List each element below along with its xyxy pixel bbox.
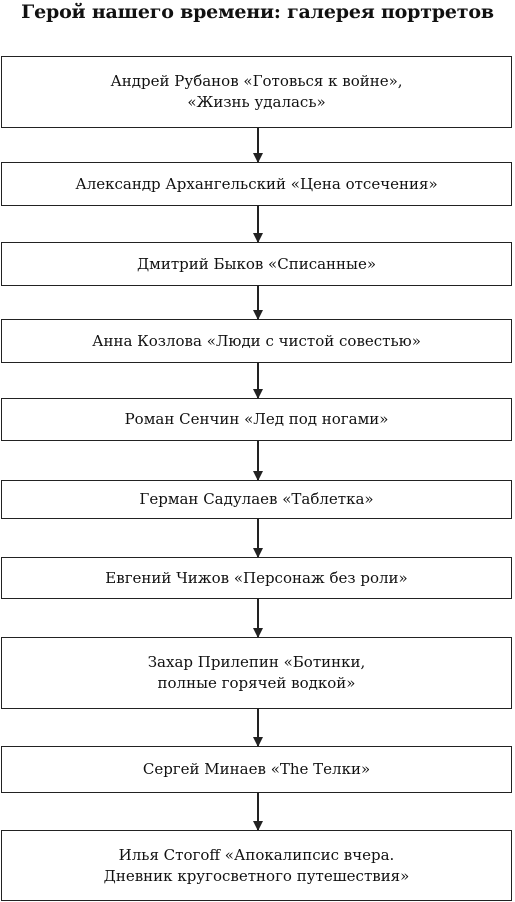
portrait-line: Роман Сенчин «Лед под ногами» — [124, 410, 389, 428]
portrait-line: Илья Стогоff «Апокалипсис вчера. — [118, 845, 395, 864]
portrait-line: Сергей Минаев «The Телки» — [142, 760, 371, 778]
portrait-box-4: Анна Козлова «Люди с чистой совестью» — [1, 319, 512, 363]
portrait-box-2: Александр Архангельский «Цена отсечения» — [1, 162, 512, 206]
portrait-line: Герман Садулаев «Таблетка» — [139, 490, 374, 508]
portrait-box-7: Евгений Чижов «Персонаж без роли» — [1, 557, 512, 599]
flow-arrow-8 — [252, 709, 263, 747]
flow-arrow-5 — [252, 441, 263, 481]
flow-arrow-4 — [252, 363, 263, 399]
portrait-box-3: Дмитрий Быков «Списанные» — [1, 242, 512, 286]
flow-arrow-6 — [252, 519, 263, 558]
portrait-line: Дмитрий Быков «Списанные» — [136, 254, 377, 273]
portrait-box-8: Захар Прилепин «Ботинки, полные горячей … — [1, 637, 512, 709]
flow-arrow-1 — [252, 128, 263, 163]
flow-arrow-3 — [252, 286, 263, 320]
portrait-line: «Жизнь удалась» — [187, 93, 326, 111]
flow-arrow-7 — [252, 599, 263, 638]
portrait-box-1: Андрей Рубанов «Готовься к войне», «Жизн… — [1, 56, 512, 128]
portrait-line: Александр Архангельский «Цена отсечения» — [75, 174, 438, 193]
portrait-line: Дневник кругосветного путешествия» — [103, 866, 410, 885]
flow-arrow-9 — [252, 793, 263, 831]
portrait-line: Захар Прилепин «Ботинки, — [147, 653, 366, 671]
portrait-box-5: Роман Сенчин «Лед под ногами» — [1, 398, 512, 441]
diagram-title: Герой нашего времени: галерея портретов — [21, 1, 494, 23]
portrait-line: Анна Козлова «Люди с чистой совестью» — [92, 331, 421, 350]
flow-arrow-2 — [252, 206, 263, 243]
portrait-box-6: Герман Садулаев «Таблетка» — [1, 480, 512, 519]
portrait-line: Андрей Рубанов «Готовься к войне», — [110, 72, 403, 90]
portrait-line: Евгений Чижов «Персонаж без роли» — [105, 568, 408, 587]
portrait-box-9: Сергей Минаев «The Телки» — [1, 746, 512, 793]
portrait-box-10: Илья Стогоff «Апокалипсис вчера. Дневник… — [1, 830, 512, 901]
portrait-line: полные горячей водкой» — [157, 674, 356, 692]
